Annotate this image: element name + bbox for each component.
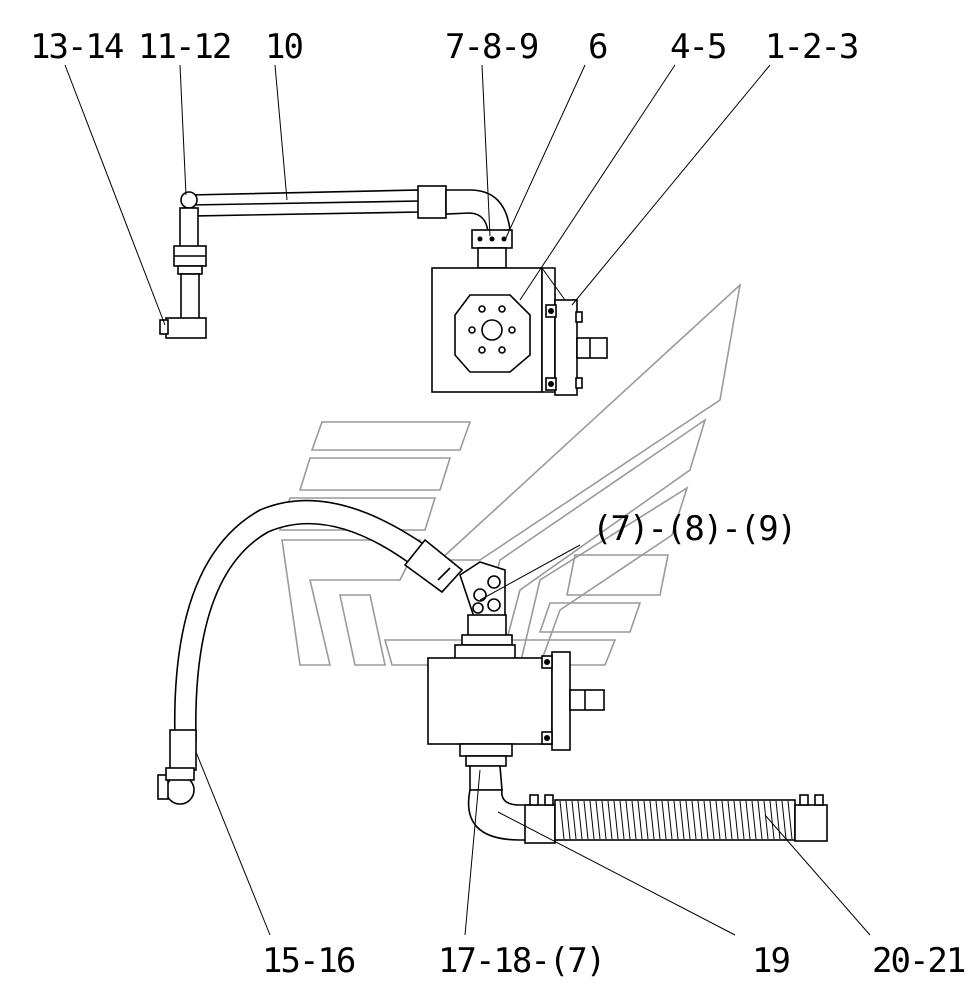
lower-assembly [157,499,828,844]
callout-1-2-3: 1-2-3 [765,27,857,67]
callout-7-8-9-ref: (7)-(8)-(9) [592,509,795,549]
callout-11-12: 11-12 [138,27,230,67]
corrugation [559,800,793,840]
upper-assembly [159,185,608,396]
callout-13-14: 13-14 [30,27,123,67]
callout-15-16: 15-16 [262,941,355,981]
leader-lines [64,64,871,936]
callout-4-5: 4-5 [670,27,725,67]
callout-20-21: 20-21 [872,941,965,981]
callout-6: 6 [588,27,607,67]
callout-7-8-9: 7-8-9 [445,27,538,67]
callout-10: 10 [265,27,302,67]
callout-19: 19 [752,941,789,981]
callout-17-18-7: 17-18-(7) [438,941,604,981]
callout-labels: 13-14 11-12 10 7-8-9 6 4-5 1-2-3 (7)-(8)… [30,27,967,981]
